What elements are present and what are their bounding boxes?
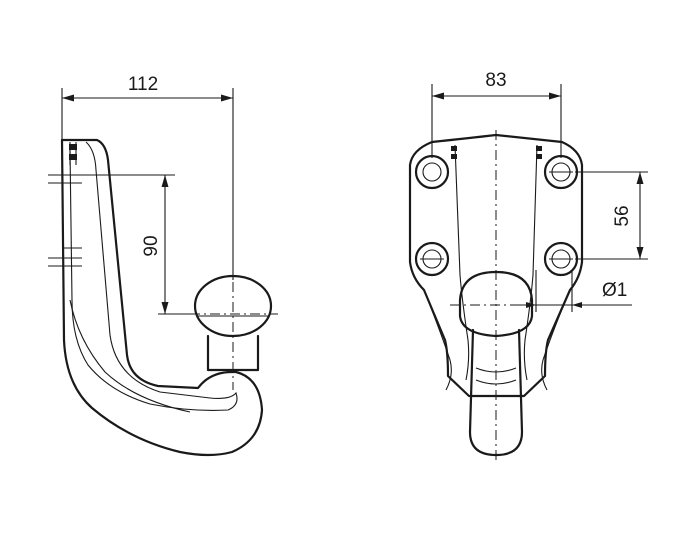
dimension-112-label: 112 <box>128 74 158 95</box>
hook-inner-groove <box>69 299 191 413</box>
side-mount-holes <box>48 142 82 267</box>
side-view: 112 90 <box>48 74 278 457</box>
tow-ball-side <box>190 274 278 390</box>
dimension-56: 56 <box>575 171 648 260</box>
bracket-inner-right <box>523 144 538 381</box>
dimension-90: 90 <box>48 174 195 315</box>
bracket-lower-left <box>423 289 452 391</box>
mounting-plate <box>408 133 584 398</box>
bracket-inner-left <box>454 144 470 381</box>
dimension-83-label: 83 <box>485 70 506 91</box>
tow-ball-front-outline <box>458 270 534 338</box>
front-view: 83 56 Ø1 <box>408 70 648 460</box>
dimension-diameter: Ø1 <box>520 270 632 312</box>
hook-arm-side <box>60 138 264 457</box>
bracket-lower-right <box>541 289 571 391</box>
dimension-112: 112 <box>61 74 234 280</box>
tow-ball-front <box>450 130 545 460</box>
dimension-56-label: 56 <box>612 205 633 226</box>
dimension-83: 83 <box>431 70 562 158</box>
hook-inner-rib <box>69 141 238 411</box>
dimension-diameter-label: Ø1 <box>602 280 627 301</box>
dimension-90-label: 90 <box>141 235 162 256</box>
mount-holes <box>414 146 579 277</box>
